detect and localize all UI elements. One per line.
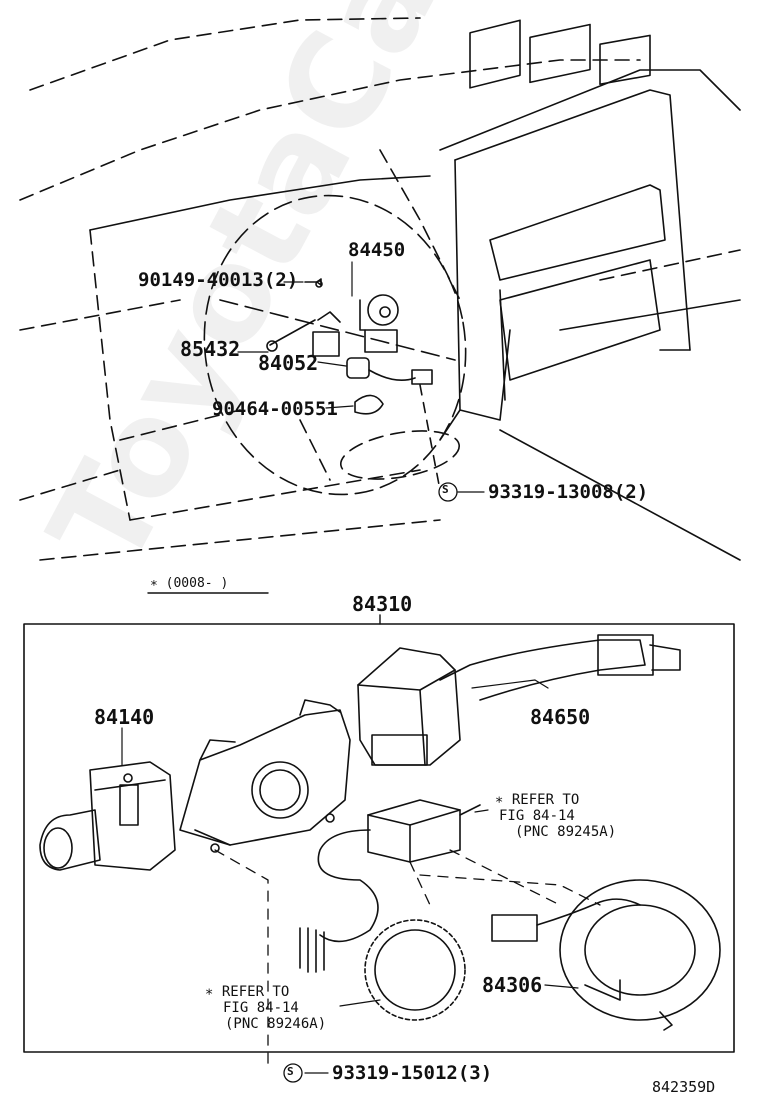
part-number-90149-40013: 90149-40013(2): [138, 269, 299, 291]
switch-84140: [39, 761, 176, 871]
refer-note-line: (PNC 89245A): [515, 824, 617, 840]
switch-84650: [357, 634, 681, 766]
refer-note-line: ∗ REFER TO: [495, 792, 580, 808]
part-number-93319-13008: 93319-13008(2): [488, 481, 649, 503]
center-console: [439, 19, 741, 441]
refer-note-line: FIG 84-14: [223, 1000, 299, 1016]
part-number-84450: 84450: [348, 239, 406, 261]
refer-note-line: (PNC 89246A): [225, 1016, 327, 1032]
assembly-box: [23, 623, 735, 1053]
screw-symbols: [283, 482, 458, 1083]
bracket-84310: [179, 699, 351, 853]
part-number-85432: 85432: [180, 337, 241, 361]
refer-note-89246a: ∗ REFER TO FIG 84-14 (PNC 89246A): [205, 984, 326, 1032]
refer-note-89245a: ∗ REFER TO FIG 84-14 (PNC 89245A): [495, 792, 616, 840]
ecu-module: [299, 799, 481, 973]
alignment-lines: [214, 849, 601, 1071]
refer-note-line: FIG 84-14: [499, 808, 575, 824]
refer-note-line: ∗ REFER TO: [205, 984, 290, 1000]
sensor-ring: [364, 919, 466, 1021]
range-note: ∗ (0008- ): [150, 576, 229, 591]
drawing-id: 842359D: [652, 1078, 716, 1096]
part-number-84052: 84052: [258, 351, 319, 375]
spiral-cable-84306: [491, 879, 721, 1031]
screw-icon: S: [442, 483, 449, 496]
upper-parts: [266, 278, 441, 491]
steering-wheel: [203, 194, 467, 496]
screw-icon: S: [287, 1065, 294, 1078]
leader-lines-lower: [121, 679, 579, 1074]
part-number-84140: 84140: [94, 705, 155, 729]
part-number-84310: 84310: [352, 592, 413, 616]
part-number-93319-15012: 93319-15012(3): [332, 1062, 493, 1084]
part-number-90464-00551: 90464-00551: [212, 398, 338, 420]
part-number-84306: 84306: [482, 973, 543, 997]
leader-lines-upper: [237, 261, 485, 493]
part-number-84650: 84650: [530, 705, 591, 729]
